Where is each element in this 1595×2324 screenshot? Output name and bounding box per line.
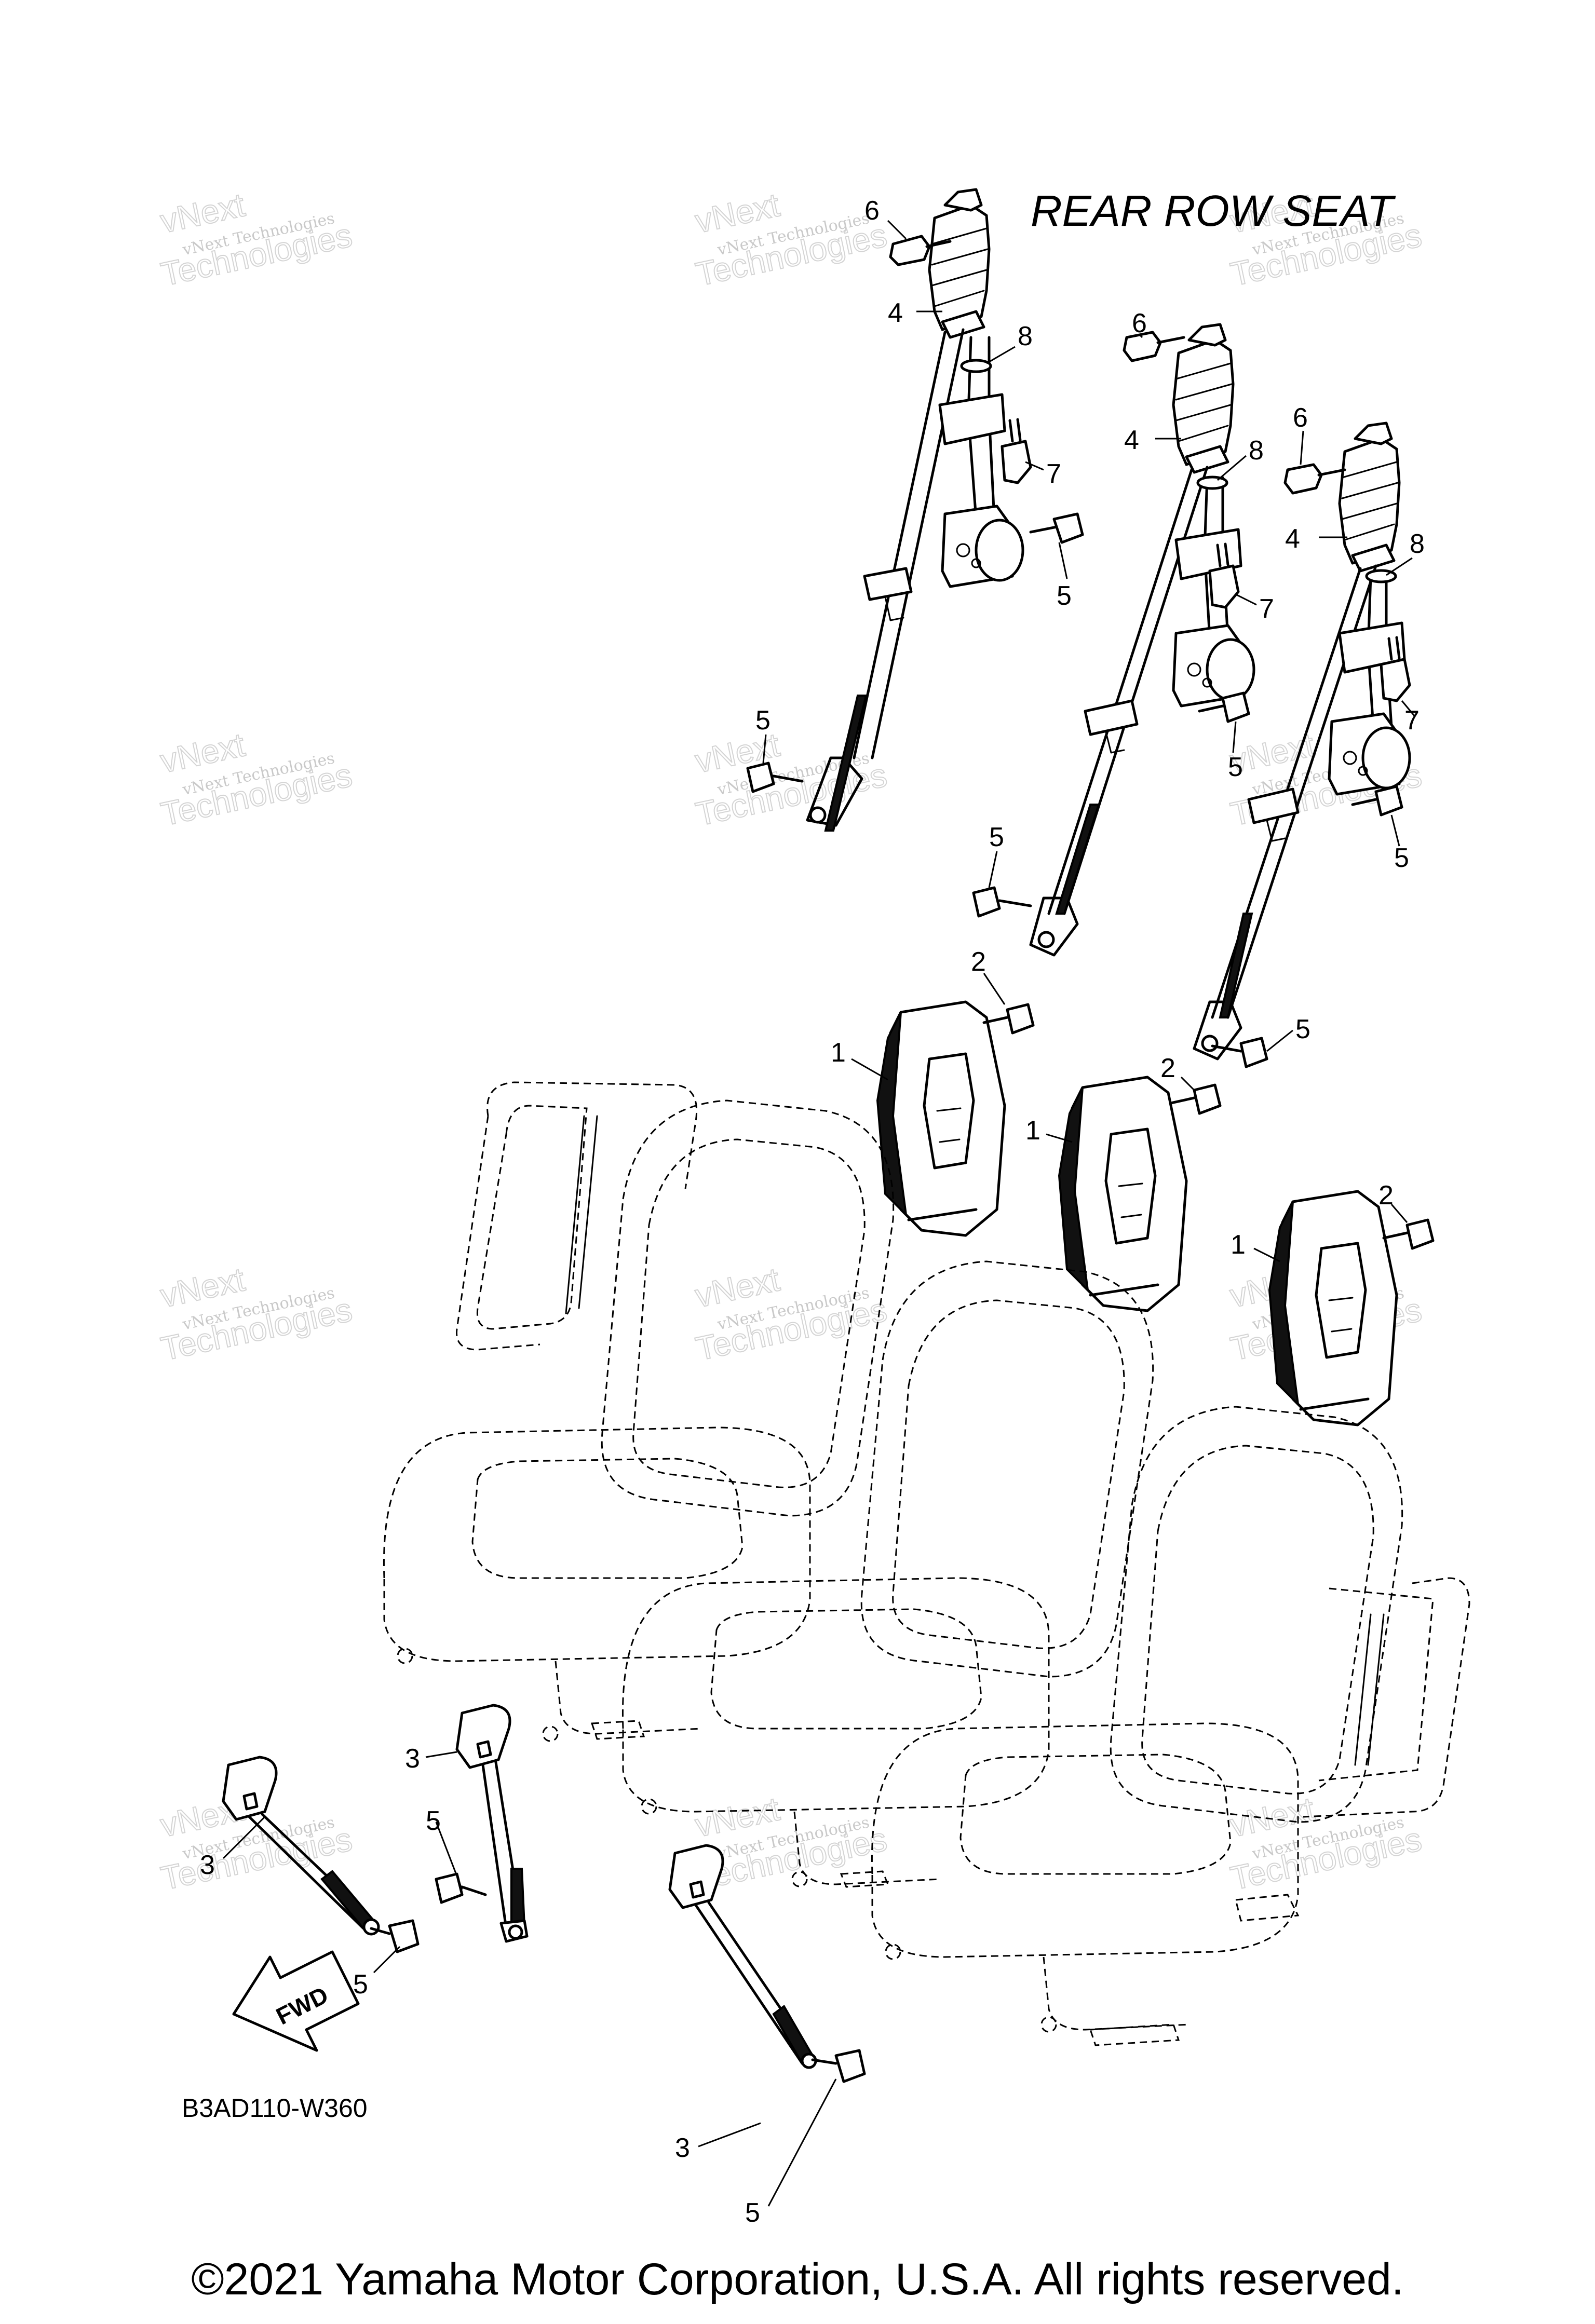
callout-5: 5 [353, 1969, 368, 2000]
leader-lines [222, 220, 1416, 2207]
rear-row-seat-bench [383, 1081, 1470, 2046]
watermarks: vNext vNext Technologies Technologies vN… [157, 185, 1426, 1897]
callout-7: 7 [1259, 594, 1274, 624]
callout-7: 7 [1404, 705, 1420, 736]
bolt-7-right [1380, 636, 1411, 702]
watermark: vNext vNext Technologies Technologies [157, 725, 356, 833]
callout-7: 7 [1046, 459, 1061, 489]
watermark: vNext vNext Technologies Technologies [1226, 1789, 1426, 1897]
bolt-7-middle [1208, 542, 1240, 609]
callout-4: 4 [888, 298, 903, 328]
bolt-2-left [982, 1003, 1035, 1035]
bolt-5-retractor-left [1029, 512, 1084, 544]
callout-2: 2 [1378, 1180, 1394, 1211]
bolt-2-right [1382, 1218, 1435, 1250]
callout-2: 2 [971, 947, 986, 977]
seat-belt-assembly-middle [1029, 323, 1255, 957]
callout-numbers: 6 4 8 7 5 5 6 4 8 7 5 5 6 4 8 7 5 5 2 1 … [200, 196, 1425, 2228]
callout-3: 3 [200, 1850, 215, 1880]
callout-5: 5 [989, 822, 1004, 852]
headrest-cover-right [1268, 1190, 1398, 1426]
callout-6: 6 [1132, 308, 1147, 338]
watermark: vNext vNext Technologies Technologies [692, 185, 891, 293]
diagram-title: REAR ROW SEAT [1031, 186, 1396, 235]
callout-5: 5 [745, 2198, 760, 2228]
buckle-assembly-right [668, 1844, 817, 2069]
callout-5: 5 [426, 1806, 441, 1836]
callout-1: 1 [1231, 1230, 1246, 1260]
callout-6: 6 [1293, 403, 1308, 433]
callout-3: 3 [675, 2133, 690, 2163]
washer-8-middle [1196, 475, 1228, 490]
bolt-5-buckle-left [370, 1919, 420, 1953]
callout-5: 5 [755, 705, 771, 736]
callout-2: 2 [1160, 1053, 1175, 1083]
washer-8-left [960, 359, 992, 373]
bolt-5-retractor-middle [1198, 691, 1250, 723]
watermark: vNext vNext Technologies Technologies [692, 1260, 891, 1368]
callout-3: 3 [405, 1744, 420, 1774]
copyright-notice: ©2021 Yamaha Motor Corporation, U.S.A. A… [191, 2254, 1404, 2304]
bolt-5-retractor-right [1351, 785, 1403, 817]
diagram-code: B3AD110-W360 [182, 2094, 368, 2123]
fwd-direction-arrow: FWD [232, 1950, 360, 2052]
callout-8: 8 [1410, 529, 1425, 559]
callout-6: 6 [864, 196, 880, 226]
callout-4: 4 [1285, 524, 1300, 554]
callout-5: 5 [1394, 843, 1409, 873]
bolt-5-lower-right [1211, 1037, 1268, 1068]
callout-8: 8 [1018, 321, 1033, 351]
callout-5: 5 [1228, 752, 1243, 782]
bolt-6-left [889, 235, 952, 266]
callout-5: 5 [1295, 1014, 1310, 1044]
seat-belt-assembly-left [806, 188, 1024, 832]
callout-1: 1 [1025, 1116, 1040, 1146]
seat-belt-assembly-right [1193, 422, 1411, 1061]
bolt-6-right [1283, 463, 1346, 495]
bolt-6-middle [1123, 331, 1185, 362]
buckle-assembly-center [455, 1704, 529, 1943]
headrest-cover-left [876, 1000, 1006, 1237]
bolt-7-left [1001, 418, 1032, 484]
callout-5: 5 [1057, 581, 1072, 611]
callout-1: 1 [831, 1038, 846, 1068]
watermark: vNext vNext Technologies Technologies [157, 1260, 356, 1368]
bolt-5-buckle-center [435, 1872, 487, 1904]
callout-4: 4 [1124, 425, 1139, 455]
bolt-2-middle [1169, 1083, 1222, 1115]
headrest-cover-middle [1058, 1076, 1188, 1312]
bolt-5-lower-left [746, 762, 804, 793]
bolt-5-lower-middle [972, 886, 1032, 918]
watermark: vNext vNext Technologies Technologies [157, 185, 356, 293]
bolt-5-buckle-right [811, 2049, 866, 2083]
callout-8: 8 [1249, 436, 1264, 466]
